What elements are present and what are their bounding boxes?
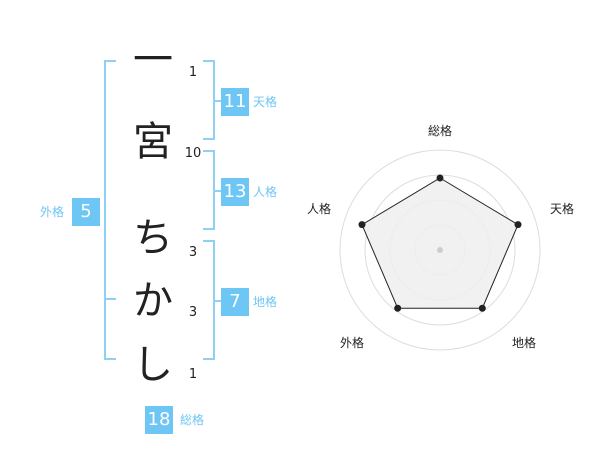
chikaku-label: 地格 [253,295,278,309]
radar-label-gaikaku: 外格 [339,336,364,350]
radar-chart [339,149,541,351]
radar-area [361,177,519,309]
radar-point-3 [478,304,486,312]
gaikaku-label: 外格 [40,205,65,219]
radar-point-5 [358,221,366,229]
tenkaku-label: 天格 [253,95,278,109]
radar-center-dot [437,247,443,253]
name-char-4: か [133,278,173,324]
stroke-count-5: 1 [188,367,198,382]
radar-label-tenkaku: 天格 [549,202,574,216]
name-char-2: 宮 [133,119,173,165]
stroke-count-4: 3 [188,305,198,320]
radar-label-chikaku: 地格 [511,336,536,350]
radar-label-soukaku: 総格 [427,124,452,138]
tenkaku-value-badge: 11 [221,88,249,116]
stroke-count-2: 10 [184,146,202,161]
radar-point-2 [514,221,522,229]
name-char-1: 一 [133,37,173,83]
gaikaku-value-badge: 5 [72,198,100,226]
radar-point-4 [394,304,402,312]
radar-ring-4 [339,149,541,351]
radar-label-jinkaku: 人格 [306,202,331,216]
name-char-5: し [133,342,173,388]
radar-points [358,174,522,312]
jinkaku-value-badge: 13 [221,178,249,206]
soukaku-value-badge: 18 [145,406,173,434]
radar-point-1 [436,174,444,182]
stroke-count-1: 1 [188,65,198,80]
stroke-count-3: 3 [188,245,198,260]
soukaku-label: 総格 [180,413,205,427]
name-char-3: ち [133,215,173,261]
jinkaku-label: 人格 [253,185,278,199]
chikaku-value-badge: 7 [221,288,249,316]
